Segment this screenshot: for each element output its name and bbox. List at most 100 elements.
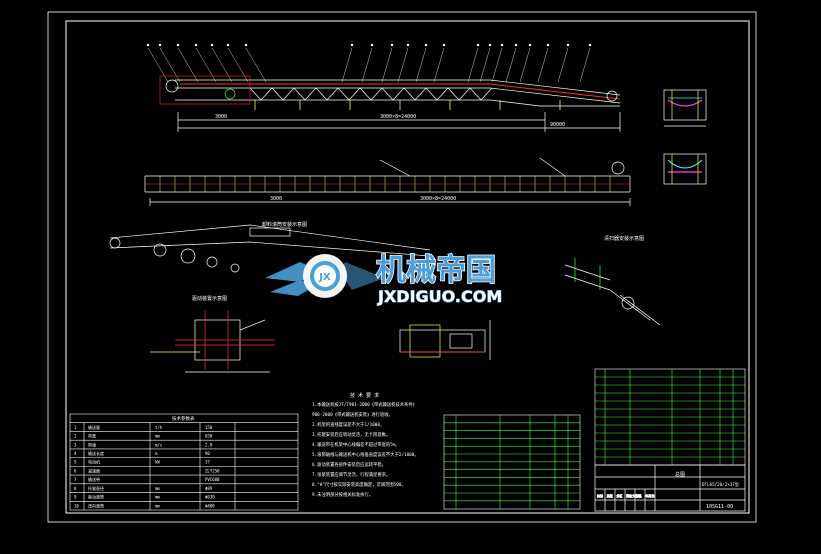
parameter-table	[69, 413, 299, 511]
truss-diagonal	[370, 87, 383, 101]
table-cell: 6	[74, 468, 77, 473]
parameter-table-grid	[70, 422, 298, 510]
truss-diagonal	[392, 87, 405, 101]
plan-view	[144, 157, 631, 206]
leader-line	[245, 47, 267, 83]
title-block-name: 总图	[675, 471, 685, 478]
leader-dot	[350, 43, 354, 47]
table-cell: 2.0	[205, 442, 213, 447]
cleaner-detail	[564, 258, 661, 326]
plan-idler-marks	[159, 176, 611, 192]
leader-line	[381, 47, 393, 83]
note-line: 1.本输送机按JT/T901-2000《带式输送机技术条件》	[312, 401, 417, 408]
truss-diagonal	[403, 87, 416, 101]
leader-dot	[546, 43, 550, 47]
table-cell: 改向滚筒	[88, 502, 104, 508]
title-block-cells: 标记处数分区更改文件号签名年月日	[597, 489, 655, 511]
table-cell: 1	[74, 425, 77, 430]
truss-diagonal	[282, 87, 295, 101]
truss-diagonal	[480, 87, 493, 101]
leader-line	[211, 47, 233, 83]
leader-dot	[226, 43, 230, 47]
leader-line	[195, 47, 217, 83]
leader-line	[147, 47, 169, 83]
leader-line	[479, 47, 491, 83]
dim-label-1: 3000×8=24000	[380, 114, 416, 120]
note-line: 900-2000《带式输送机安装》进行验收。	[312, 411, 393, 418]
table-cell: mm	[155, 434, 160, 439]
truss-diagonal	[326, 87, 339, 101]
table-cell: m	[155, 451, 158, 456]
leader-dot	[146, 43, 150, 47]
leader-dot	[488, 43, 492, 47]
truss-diagonal	[436, 87, 449, 101]
cross-section-top	[663, 89, 707, 127]
table-cell: Φ400	[205, 503, 215, 508]
title-block-header: 更改文件号	[626, 493, 641, 498]
leader-line	[397, 47, 409, 83]
title-block-header: 处数	[607, 493, 613, 498]
note-line: 5.滚筒轴线与输送机中心线垂直度误差不大于2/1000。	[312, 451, 419, 458]
truss-diagonal	[260, 87, 273, 101]
table-cell: 输送长度	[88, 450, 104, 456]
leader-line	[491, 47, 503, 83]
leader-dot	[176, 43, 180, 47]
title-block-header: 标记	[597, 493, 603, 498]
sheet-inner-border	[65, 20, 750, 514]
leader-line	[537, 47, 549, 83]
table-cell: 输送量	[88, 424, 100, 430]
leader-line	[227, 47, 249, 83]
table-cell: t/h	[155, 425, 163, 430]
watermark: JX 机械帝国 JXDIGUO.COM	[265, 252, 503, 307]
leader-line	[557, 47, 569, 83]
truss-diagonal	[249, 87, 262, 101]
leader-dot	[406, 43, 410, 47]
table-cell: kW	[155, 460, 160, 465]
leader-line	[519, 47, 531, 83]
leader-line	[505, 47, 517, 83]
drawing-number: 10SG11-00	[706, 504, 733, 510]
truss-diagonal	[381, 87, 394, 101]
support-legs	[254, 100, 561, 110]
belt-path-diagram	[109, 224, 431, 273]
leader-dot	[566, 43, 570, 47]
drawing-code: DTL65/20/2×37型	[702, 481, 739, 487]
table-cell: Φ89	[205, 486, 213, 491]
table-cell: 驱动滚筒	[88, 494, 104, 500]
leader-line	[159, 47, 181, 83]
cross-section-bottom	[663, 153, 707, 185]
table-cell: 2	[74, 434, 77, 439]
table-cell: Φ630	[205, 495, 215, 500]
title-block: 标记处数分区更改文件号签名年月日	[594, 464, 746, 512]
table-cell: 150	[205, 425, 213, 430]
technical-notes: 1.本输送机按JT/T901-2000《带式输送机技术条件》 900-2000《…	[312, 401, 419, 498]
table-cell: 托辊直径	[88, 485, 104, 491]
section-label-cleaner: 清扫器安装示意图	[604, 235, 644, 242]
truss-members	[249, 87, 493, 101]
table-cell: 4	[74, 451, 77, 456]
truss-diagonal	[315, 87, 328, 101]
truss-diagonal	[271, 87, 284, 101]
note-line: 6.驱动装置各部件安装后应运转平稳。	[312, 461, 386, 468]
note-line: 2.机架的直线度误差不大于1/1000。	[312, 421, 384, 428]
table-cell: mm	[155, 503, 160, 508]
leader-line	[361, 47, 373, 83]
leader-dot	[158, 43, 162, 47]
table-cell: 90	[205, 451, 210, 456]
title-block-header: 年月日	[646, 493, 655, 498]
pulley-detail	[150, 310, 275, 373]
truss-diagonal	[469, 87, 482, 101]
plan-dim-label: 3000×8=24000	[420, 196, 456, 202]
watermark-logo-letters: JX	[318, 272, 331, 283]
leader-dot	[588, 43, 592, 47]
leader-line	[433, 47, 445, 83]
notes-title: 技 术 要 求	[350, 392, 379, 399]
table-cell: 5	[74, 460, 77, 465]
elevation-view	[146, 43, 621, 132]
drive-detail	[399, 320, 491, 360]
leader-dot	[500, 43, 504, 47]
truss-diagonal	[447, 87, 460, 101]
